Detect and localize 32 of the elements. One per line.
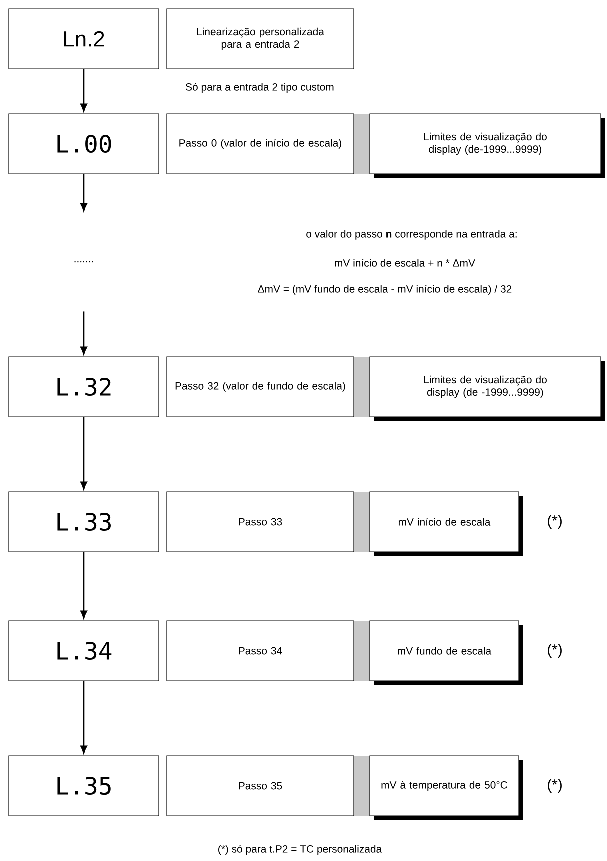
description-box: Passo 34 bbox=[166, 620, 354, 682]
arrow bbox=[80, 174, 88, 212]
arrow bbox=[80, 312, 88, 355]
note-text: (*) só para t.P2 = TC personalizada bbox=[218, 845, 382, 855]
value-box: mV à temperatura de 50°C bbox=[370, 756, 523, 820]
value-box: mV início de escala bbox=[370, 492, 523, 556]
footnote-mark: (*) bbox=[548, 779, 562, 793]
note-text: ....... bbox=[74, 261, 94, 263]
note-text: o valor do passo n corresponde na entrada a: bbox=[306, 230, 517, 240]
description-box: Passo 33 bbox=[166, 492, 354, 552]
description-box: Linearização personalizada para a entrada 2 bbox=[166, 8, 354, 70]
arrow bbox=[80, 417, 88, 490]
display-box: L.00 bbox=[8, 114, 160, 174]
footnote-mark: (*) bbox=[548, 644, 562, 658]
description-box: Passo 32 (valor de fundo de escala) bbox=[166, 356, 354, 418]
arrow bbox=[80, 69, 88, 112]
value-box: mV fundo de escala bbox=[370, 620, 523, 685]
value-box: Limites de visualização do display (de-1999...9999) bbox=[370, 114, 605, 178]
display-box: L.33 bbox=[8, 492, 160, 552]
note-text: Só para a entrada 2 tipo custom bbox=[186, 83, 334, 93]
display-box: L.35 bbox=[8, 756, 160, 816]
arrow bbox=[80, 552, 88, 619]
value-box: Limites de visualização do display (de -1999...9999) bbox=[370, 356, 605, 421]
footnote-mark: (*) bbox=[548, 515, 562, 529]
description-box: Passo 0 (valor de início de escala) bbox=[166, 114, 354, 174]
display-box: L.32 bbox=[8, 356, 160, 418]
note-text: mV início de escala + n * ΔmV bbox=[335, 259, 476, 267]
note-text: ΔmV = (mV fundo de escala - mV início de escala) / 32 bbox=[258, 285, 512, 295]
display-box: L.34 bbox=[8, 620, 160, 682]
arrow bbox=[80, 681, 88, 754]
display-box: Ln.2 bbox=[8, 8, 160, 70]
description-box: Passo 35 bbox=[166, 756, 354, 816]
